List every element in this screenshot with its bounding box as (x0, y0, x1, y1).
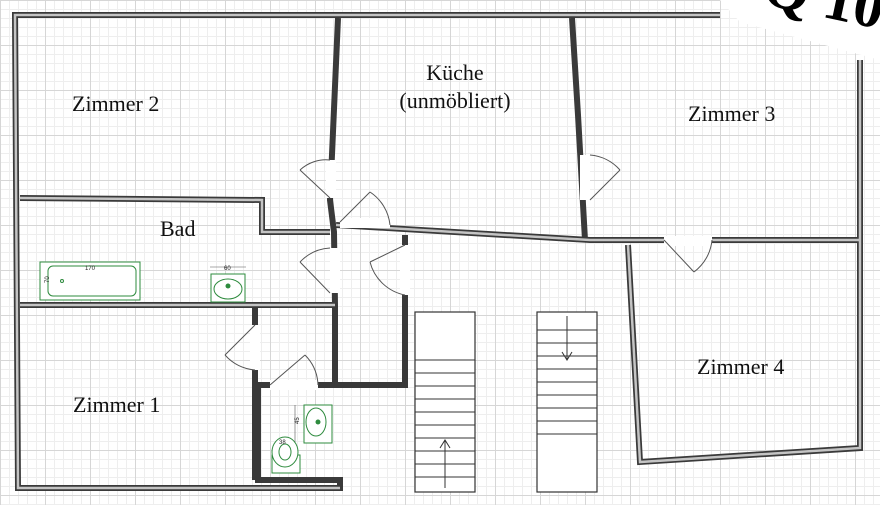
staircase-left (414, 311, 476, 493)
doors (224, 154, 713, 390)
room-label-bad: Bad (160, 216, 195, 241)
door-bad (299, 247, 331, 294)
sink-wc: 45 (294, 404, 333, 444)
staircase-right (536, 311, 598, 493)
toilet-width: 38 (279, 440, 286, 446)
door-hall (369, 244, 406, 296)
sink-bad: 60 (210, 266, 246, 303)
room-label-zimmer4: Zimmer 4 (697, 354, 784, 379)
door-zimmer3 (589, 154, 621, 201)
door-zimmer4 (663, 239, 713, 273)
door-zimmer2 (299, 159, 331, 199)
room-label-zimmer3: Zimmer 3 (688, 101, 775, 126)
door-kueche (339, 191, 391, 226)
door-zimmer1 (224, 324, 256, 371)
sink-wc-depth: 45 (295, 417, 301, 424)
toilet: 38 (271, 436, 301, 474)
room-label-zimmer2: Zimmer 2 (72, 91, 159, 116)
bathtub-width: 70 (45, 276, 51, 283)
door-wc (269, 354, 319, 386)
sink-bad-width: 60 (224, 266, 231, 272)
room-label-kueche-note: (unmöbliert) (399, 88, 510, 113)
room-label-kueche: Küche (426, 60, 483, 85)
bathtub-length: 170 (85, 266, 96, 272)
room-label-zimmer1: Zimmer 1 (73, 392, 160, 417)
bathtub: 170 70 (39, 261, 141, 301)
corner-paper-overlay: Q 10 (720, 0, 880, 60)
